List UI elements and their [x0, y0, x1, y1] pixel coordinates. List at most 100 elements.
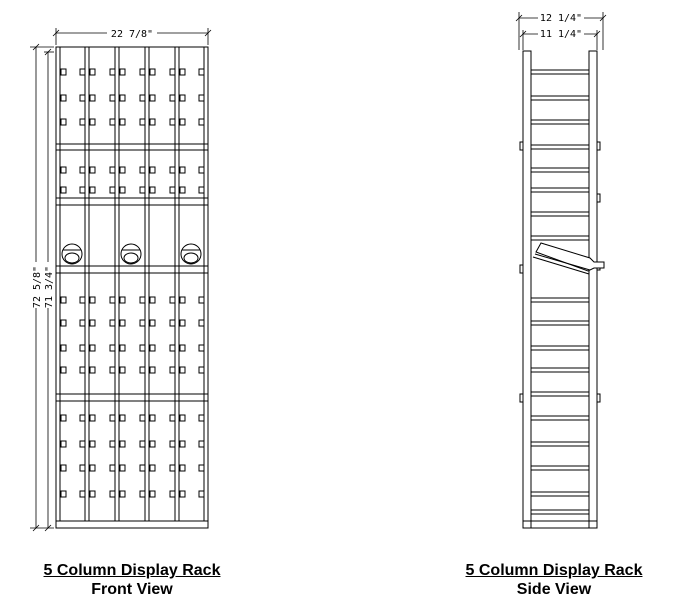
- front-peg: [139, 366, 146, 374]
- side-rung: [530, 211, 590, 217]
- front-peg: [89, 319, 96, 327]
- front-peg: [89, 414, 96, 422]
- front-peg: [119, 319, 126, 327]
- front-peg: [139, 296, 146, 304]
- side-tab: [519, 393, 524, 403]
- front-peg: [198, 166, 205, 174]
- front-peg: [60, 186, 67, 194]
- side-rung: [530, 95, 590, 101]
- front-peg: [198, 490, 205, 498]
- front-peg: [89, 94, 96, 102]
- side-tab: [519, 141, 524, 151]
- front-peg: [89, 366, 96, 374]
- front-peg: [119, 68, 126, 76]
- front-peg: [89, 118, 96, 126]
- front-peg: [149, 366, 156, 374]
- front-peg: [169, 68, 176, 76]
- front-caption-subtitle: Front View: [91, 581, 173, 598]
- front-peg: [179, 296, 186, 304]
- side-rung: [530, 187, 590, 193]
- front-height-outer-label: 72 5/8": [32, 266, 43, 308]
- front-peg: [79, 344, 86, 352]
- front-peg: [139, 440, 146, 448]
- front-peg: [139, 68, 146, 76]
- front-peg: [139, 186, 146, 194]
- front-peg: [79, 464, 86, 472]
- front-height-inner-label: 71 3/4": [44, 266, 55, 308]
- front-peg: [79, 440, 86, 448]
- front-peg: [89, 296, 96, 304]
- side-rung: [530, 391, 590, 397]
- front-peg: [60, 490, 67, 498]
- front-peg: [79, 68, 86, 76]
- front-bottle-punt: [183, 252, 199, 264]
- side-rung: [530, 441, 590, 447]
- front-peg: [109, 296, 116, 304]
- front-peg: [169, 94, 176, 102]
- front-peg: [149, 94, 156, 102]
- front-peg: [139, 464, 146, 472]
- side-depth-inner-label: 11 1/4": [540, 29, 582, 40]
- front-peg: [139, 344, 146, 352]
- front-bottle-punt: [64, 252, 80, 264]
- front-peg: [169, 166, 176, 174]
- front-peg: [119, 94, 126, 102]
- front-peg: [179, 186, 186, 194]
- side-caption: 5 Column Display Rack Side View: [432, 561, 676, 599]
- side-rung: [530, 119, 590, 125]
- side-tab: [596, 193, 601, 203]
- front-peg: [198, 319, 205, 327]
- front-peg: [60, 166, 67, 174]
- front-peg: [169, 296, 176, 304]
- front-peg: [179, 94, 186, 102]
- front-peg: [139, 414, 146, 422]
- front-peg: [198, 414, 205, 422]
- side-rung: [530, 297, 590, 303]
- front-peg: [119, 186, 126, 194]
- front-shelf-top: [55, 143, 209, 151]
- side-rung: [530, 465, 590, 471]
- front-peg: [109, 440, 116, 448]
- front-peg: [109, 166, 116, 174]
- side-depth-outer-label: 12 1/4": [540, 13, 582, 24]
- front-peg: [149, 344, 156, 352]
- front-base: [55, 520, 209, 529]
- front-shelf-upper: [55, 197, 209, 206]
- front-shelf-lower: [55, 393, 209, 402]
- side-rung: [530, 144, 590, 150]
- front-peg: [139, 490, 146, 498]
- front-peg: [179, 414, 186, 422]
- side-display-bottle: [532, 242, 605, 275]
- front-peg: [169, 490, 176, 498]
- front-peg: [179, 118, 186, 126]
- front-peg: [149, 118, 156, 126]
- front-peg: [149, 490, 156, 498]
- front-peg: [149, 414, 156, 422]
- front-peg: [169, 464, 176, 472]
- front-peg: [179, 344, 186, 352]
- front-peg: [60, 464, 67, 472]
- front-peg: [109, 414, 116, 422]
- front-peg: [119, 296, 126, 304]
- front-peg: [179, 490, 186, 498]
- front-peg: [198, 296, 205, 304]
- front-peg: [119, 440, 126, 448]
- front-peg: [119, 166, 126, 174]
- side-caption-title: 5 Column Display Rack: [465, 562, 643, 579]
- front-peg: [79, 94, 86, 102]
- front-bottle-end: [180, 243, 202, 265]
- front-peg: [119, 414, 126, 422]
- front-peg: [79, 166, 86, 174]
- front-peg: [119, 344, 126, 352]
- front-peg: [60, 366, 67, 374]
- front-peg: [198, 94, 205, 102]
- front-peg: [89, 464, 96, 472]
- side-tab: [596, 393, 601, 403]
- front-peg: [149, 464, 156, 472]
- front-width-label: 22 7/8": [111, 29, 153, 40]
- front-peg: [179, 366, 186, 374]
- front-peg: [60, 440, 67, 448]
- side-rung: [530, 491, 590, 497]
- front-peg: [198, 344, 205, 352]
